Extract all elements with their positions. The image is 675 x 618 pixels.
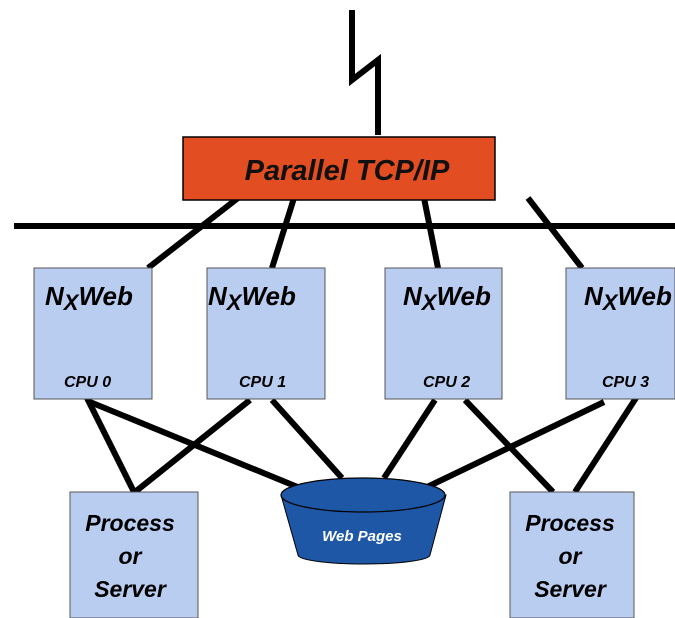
tcp-to-cpu2-link: [421, 197, 441, 269]
node-title-3: NXWeb: [584, 281, 672, 315]
web-pages-label: Web Pages: [322, 528, 402, 545]
tcp-ip-label: Parallel TCP/IP: [245, 155, 450, 187]
node-title-x: X: [225, 290, 243, 315]
node-title-web: Web: [78, 281, 133, 311]
tcp-ip-box: Parallel TCP/IP: [182, 136, 496, 201]
cpu1-to-db-link: [269, 397, 345, 481]
cpu-node-1: NXWeb CPU 1: [206, 267, 326, 400]
node-title-x: X: [420, 290, 438, 315]
node-title-web: Web: [241, 281, 296, 311]
connection-lines: [14, 10, 675, 495]
node-title-1: NXWeb: [208, 281, 296, 315]
cpu2-to-db-link: [381, 398, 438, 480]
node-title-n: N: [403, 281, 423, 311]
cpu-node-3: NXWeb CPU 3: [565, 267, 675, 400]
cpu1-to-server0-link: [133, 397, 252, 495]
server-label-line-2: or: [559, 543, 583, 569]
cpu-label-3: CPU 3: [602, 374, 649, 391]
server-label-line-3: Server: [534, 576, 607, 602]
server-label-line-2: or: [119, 543, 143, 569]
tcp-to-cpu1-link: [269, 197, 297, 269]
tcp-to-cpu0-link: [146, 195, 240, 271]
cpu0-to-server0-link: [84, 396, 137, 494]
cpu-node-0: NXWeb CPU 0: [33, 267, 153, 400]
server-box-1: Process or Server: [509, 491, 635, 618]
node-title-x: X: [601, 290, 619, 315]
server-label-line-1: Process: [525, 510, 615, 536]
cpu-label-2: CPU 2: [423, 374, 470, 391]
node-title-n: N: [45, 281, 65, 311]
cpu-node-2: NXWeb CPU 2: [384, 267, 503, 400]
node-title-web: Web: [436, 281, 491, 311]
cpu-label-0: CPU 0: [64, 374, 111, 391]
web-pages-database: Web Pages: [280, 477, 447, 565]
node-title-n: N: [208, 281, 228, 311]
node-title-0: NXWeb: [45, 281, 133, 315]
node-title-web: Web: [617, 281, 672, 311]
server-label-line-1: Process: [85, 510, 175, 536]
node-title-2: NXWeb: [403, 281, 491, 315]
node-title-n: N: [584, 281, 604, 311]
cpu-label-1: CPU 1: [239, 374, 286, 391]
cpu3-to-server1-link: [572, 396, 639, 494]
server-box-0: Process or Server: [69, 491, 199, 618]
node-title-x: X: [62, 290, 80, 315]
server-label-line-3: Server: [94, 576, 167, 602]
network-link: [349, 10, 381, 135]
tcp-to-cpu3-link: [525, 196, 585, 270]
cpu3-to-db-link: [423, 399, 606, 491]
